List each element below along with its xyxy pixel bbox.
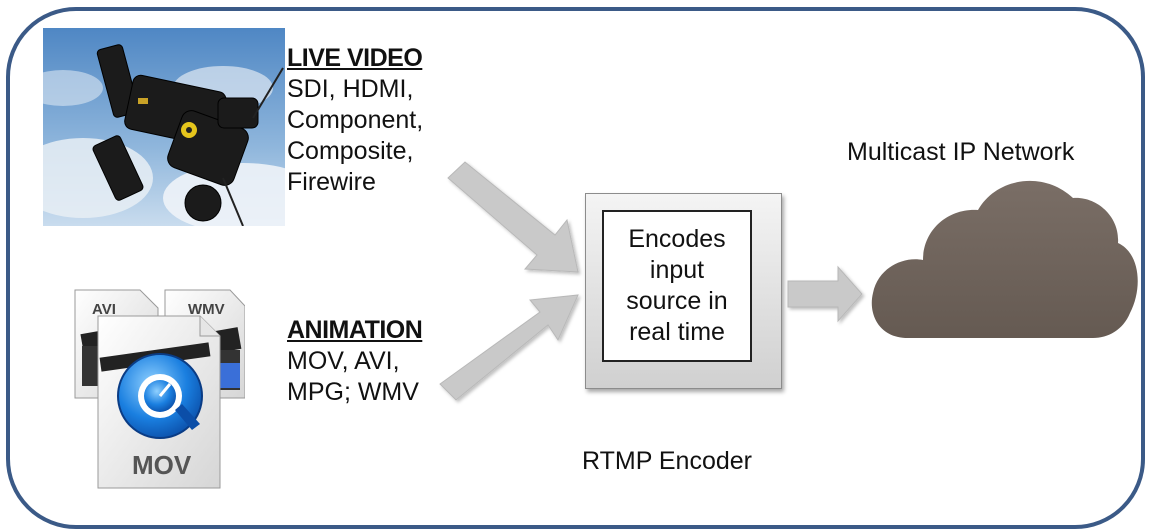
live-video-line: Firewire (287, 168, 376, 196)
mov-label: MOV (132, 450, 192, 480)
avi-label: AVI (92, 301, 116, 318)
arrow-animation-to-encoder (439, 294, 579, 401)
arrow-encoder-to-cloud (787, 265, 863, 323)
animation-text: ANIMATION MOV, AVI, MPG; WMV (287, 315, 423, 408)
encoder-caption: RTMP Encoder (582, 447, 752, 475)
encoder-line: source in (626, 287, 728, 315)
mov-file-icon (97, 315, 221, 489)
live-video-text: LIVE VIDEO SDI, HDMI, Component, Composi… (287, 43, 423, 198)
rtmp-encoder-box: Encodes input source in real time (585, 193, 782, 389)
live-video-line: Composite, (287, 137, 414, 165)
animation-file-icons: AVI WMV MOV (70, 288, 246, 498)
animation-line: MOV, AVI, (287, 347, 400, 375)
arrow-live-to-encoder (447, 161, 579, 273)
encoder-description: Encodes input source in real time (602, 210, 752, 362)
encoder-line: Encodes (628, 225, 726, 253)
live-video-line: SDI, HDMI, (287, 75, 414, 103)
encoder-line: input (649, 256, 705, 284)
animation-line: MPG; WMV (287, 378, 419, 406)
wmv-label: WMV (188, 301, 225, 318)
network-caption: Multicast IP Network (847, 138, 1075, 166)
cloud-icon (868, 168, 1143, 353)
animation-heading: ANIMATION (287, 316, 423, 344)
video-camera-photo (43, 28, 285, 226)
encoder-line: real time (629, 318, 725, 346)
live-video-heading: LIVE VIDEO (287, 44, 423, 72)
live-video-line: Component, (287, 106, 424, 134)
